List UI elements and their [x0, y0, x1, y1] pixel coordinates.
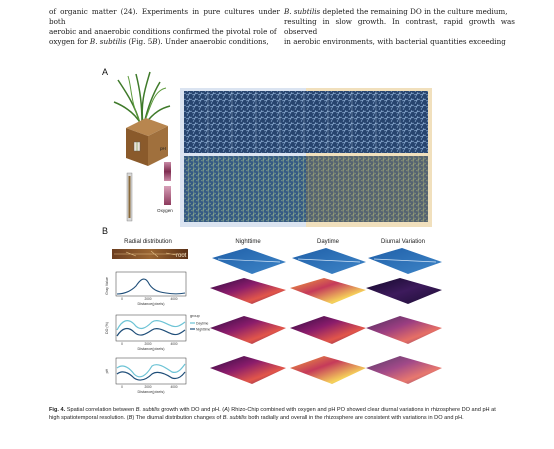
surface-map-ph-diff — [366, 356, 442, 384]
radial-distribution-title: Radial distribution — [124, 239, 172, 245]
legend-title: group — [190, 314, 200, 318]
root-label: root — [176, 253, 187, 259]
surface-map-root-night — [212, 248, 286, 274]
plot-xtick: 2000 — [144, 297, 151, 301]
plot-xlabel: Distance(pixels) — [137, 390, 165, 394]
col-title-daytime: Daytime — [317, 239, 340, 245]
col-title-nighttime: Nighttime — [235, 239, 261, 245]
label-ph: pH — [160, 146, 166, 151]
plot-xtick: 4000 — [170, 297, 177, 301]
text-line: aerobic and anaerobic conditions confirm… — [49, 27, 277, 36]
plot-xtick: 0 — [121, 342, 123, 346]
plot-xtick: 0 — [121, 297, 123, 301]
col-title-diurnal-variation: Diurnal Variation — [381, 239, 425, 245]
figure-caption: Fig. 4. Spatial correlation between B. s… — [49, 407, 496, 421]
surface-map-gray-diff — [366, 278, 442, 304]
surface-map-do-day — [290, 316, 366, 344]
text-line: of organic matter (24). Experiments in p… — [49, 7, 280, 26]
surface-map-ph-night — [210, 356, 286, 384]
plot-ylabel: DO (%) — [105, 322, 109, 334]
surface-map-gray-night — [210, 278, 286, 304]
plot-ph: pH 0 2000 4000 Distance(pixels) — [105, 357, 187, 394]
plot-gray-value: Gray Value 0 2000 4000 Distance(pixels) — [105, 271, 187, 306]
body-text-right-column: B. subtilis depleted the remaining DO in… — [284, 7, 515, 47]
plot-legend: group Daytime Nighttime — [190, 314, 210, 332]
text-line: B. subtilis depleted the remaining DO in… — [284, 7, 508, 16]
surface-map-do-night — [210, 316, 286, 344]
timelapse-panels — [180, 88, 432, 227]
figure-4: A pH Oxygen — [102, 67, 442, 394]
plot-ylabel: pH — [105, 368, 109, 373]
text-line: in aerobic environments, with bacterial … — [284, 37, 506, 46]
text-line: resulting in slow growth. In contrast, r… — [284, 17, 515, 36]
plant-illustration — [113, 71, 171, 166]
surface-map-gray-day — [290, 278, 366, 304]
plot-xlabel: Distance(pixels) — [137, 302, 165, 306]
body-text-left-column: of organic matter (24). Experiments in p… — [49, 7, 280, 47]
plot-xtick: 2000 — [144, 342, 151, 346]
plot-xlabel: Distance(pixels) — [137, 347, 165, 351]
text-line: oxygen for B. subtilis (Fig. 5B). Under … — [49, 37, 269, 46]
surface-map-ph-day — [290, 356, 366, 384]
oxygen-sensor-strip — [164, 186, 171, 205]
plot-xtick: 4000 — [170, 385, 177, 389]
surface-map-do-diff — [366, 316, 442, 344]
legend-label-nighttime: Nighttime — [196, 328, 210, 332]
ph-sensor-strip — [164, 162, 171, 181]
panel-a-letter: A — [102, 67, 108, 77]
plot-xtick: 2000 — [144, 385, 151, 389]
plot-ylabel: Gray Value — [105, 277, 109, 295]
surface-maps — [210, 248, 442, 384]
plot-do: DO (%) 0 2000 4000 Distance(pixels) — [105, 314, 187, 351]
timelapse-top-row — [184, 91, 428, 153]
chip-root-channel — [128, 176, 131, 218]
panel-b-letter: B — [102, 226, 108, 236]
timelapse-bottom-row — [184, 156, 428, 222]
legend-label-daytime: Daytime — [196, 322, 209, 326]
surface-map-root-diff — [368, 248, 442, 274]
plot-xtick: 4000 — [170, 342, 177, 346]
label-oxygen: Oxygen — [157, 208, 173, 213]
surface-map-root-day — [292, 248, 366, 274]
plot-xtick: 0 — [121, 385, 123, 389]
